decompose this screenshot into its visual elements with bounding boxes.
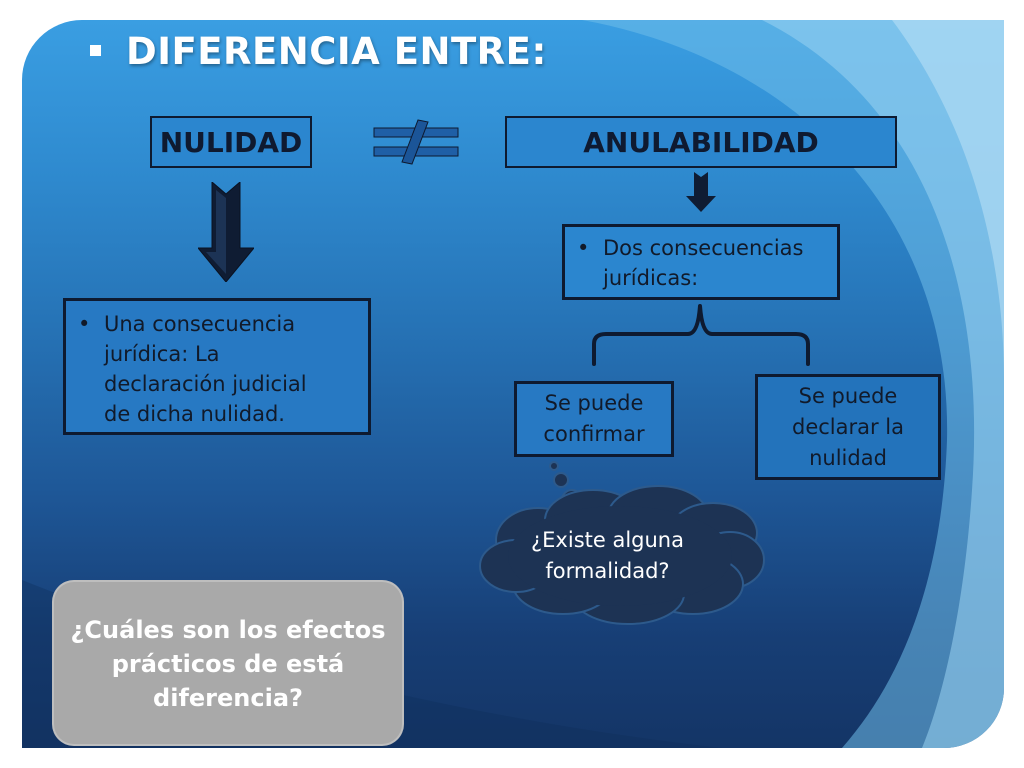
text-line: confirmar [543, 422, 645, 446]
option-declarar-text: Se puede declarar la nulidad [792, 381, 904, 474]
anulabilidad-label: ANULABILIDAD [583, 125, 819, 159]
bullet-icon: • [78, 312, 91, 336]
option-confirmar-box: Se puede confirmar [514, 381, 674, 457]
down-arrow-icon [686, 172, 716, 212]
text-line: Una consecuencia [104, 312, 296, 336]
anulabilidad-consequence-item: • Dos consecuencias jurídicas: [569, 233, 803, 293]
text-line: ¿Cuáles son los efectos [70, 616, 386, 644]
text-line: declarar la [791, 414, 904, 439]
nulidad-consequence-box: • Una consecuencia jurídica: La declarac… [63, 298, 371, 435]
nulidad-box: NULIDAD [150, 116, 312, 168]
anulabilidad-consequence-box: • Dos consecuencias jurídicas: [562, 224, 840, 300]
text-line: diferencia? [153, 684, 303, 712]
nulidad-label: NULIDAD [159, 125, 303, 159]
thought-cloud-text: ¿Existe alguna formalidad? [500, 525, 715, 587]
not-equal-icon [373, 119, 459, 165]
title-bullet-icon [90, 45, 101, 56]
question-text: ¿Cuáles son los efectos prácticos de est… [52, 613, 404, 715]
bullet-icon: • [577, 236, 590, 260]
text-line: jurídica: La [104, 342, 220, 366]
nulidad-consequence-item: • Una consecuencia jurídica: La declarac… [70, 309, 307, 429]
text-line: Se puede [798, 383, 898, 408]
option-confirmar-text: Se puede confirmar [543, 388, 644, 450]
text-line: formalidad? [545, 559, 670, 583]
text-line: Dos consecuencias [603, 236, 804, 260]
question-box [52, 580, 404, 746]
thought-cloud-icon [479, 461, 765, 625]
text-line: jurídicas: [603, 266, 699, 290]
text-line: declaración judicial [104, 372, 307, 396]
brace-connector-icon [592, 304, 810, 366]
text-line: prácticos de está [111, 650, 345, 678]
text-line: Se puede [544, 391, 644, 415]
option-declarar-box: Se puede declarar la nulidad [755, 374, 941, 480]
text-line: ¿Existe alguna [531, 528, 684, 552]
text-line: nulidad [809, 445, 887, 470]
text-line: de dicha nulidad. [104, 402, 285, 426]
anulabilidad-box: ANULABILIDAD [505, 116, 897, 168]
down-arrow-icon [198, 182, 254, 282]
slide-title: DIFERENCIA ENTRE: [126, 30, 547, 73]
